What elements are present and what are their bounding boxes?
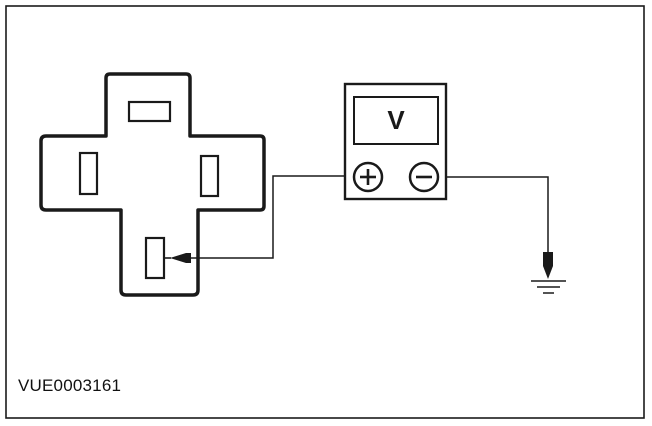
relay-socket-icon	[39, 72, 266, 297]
ground-icon	[531, 252, 566, 294]
meter-display	[353, 96, 439, 145]
negative-lead-wire	[446, 176, 549, 258]
figure-frame	[5, 5, 645, 419]
terminal-right	[199, 154, 220, 198]
test-probe-icon	[164, 253, 191, 263]
probe-tip	[170, 253, 191, 263]
figure-id-label: VUE0003161	[18, 376, 122, 395]
meter-display-symbol: V	[387, 105, 405, 135]
terminal-bottom	[144, 236, 166, 280]
voltmeter-icon: V	[343, 82, 448, 201]
connector-outline	[39, 72, 266, 297]
terminal-left	[78, 151, 99, 196]
positive-lead-wire	[191, 175, 346, 259]
terminal-top	[127, 100, 172, 123]
ground-probe-tip	[543, 252, 553, 279]
